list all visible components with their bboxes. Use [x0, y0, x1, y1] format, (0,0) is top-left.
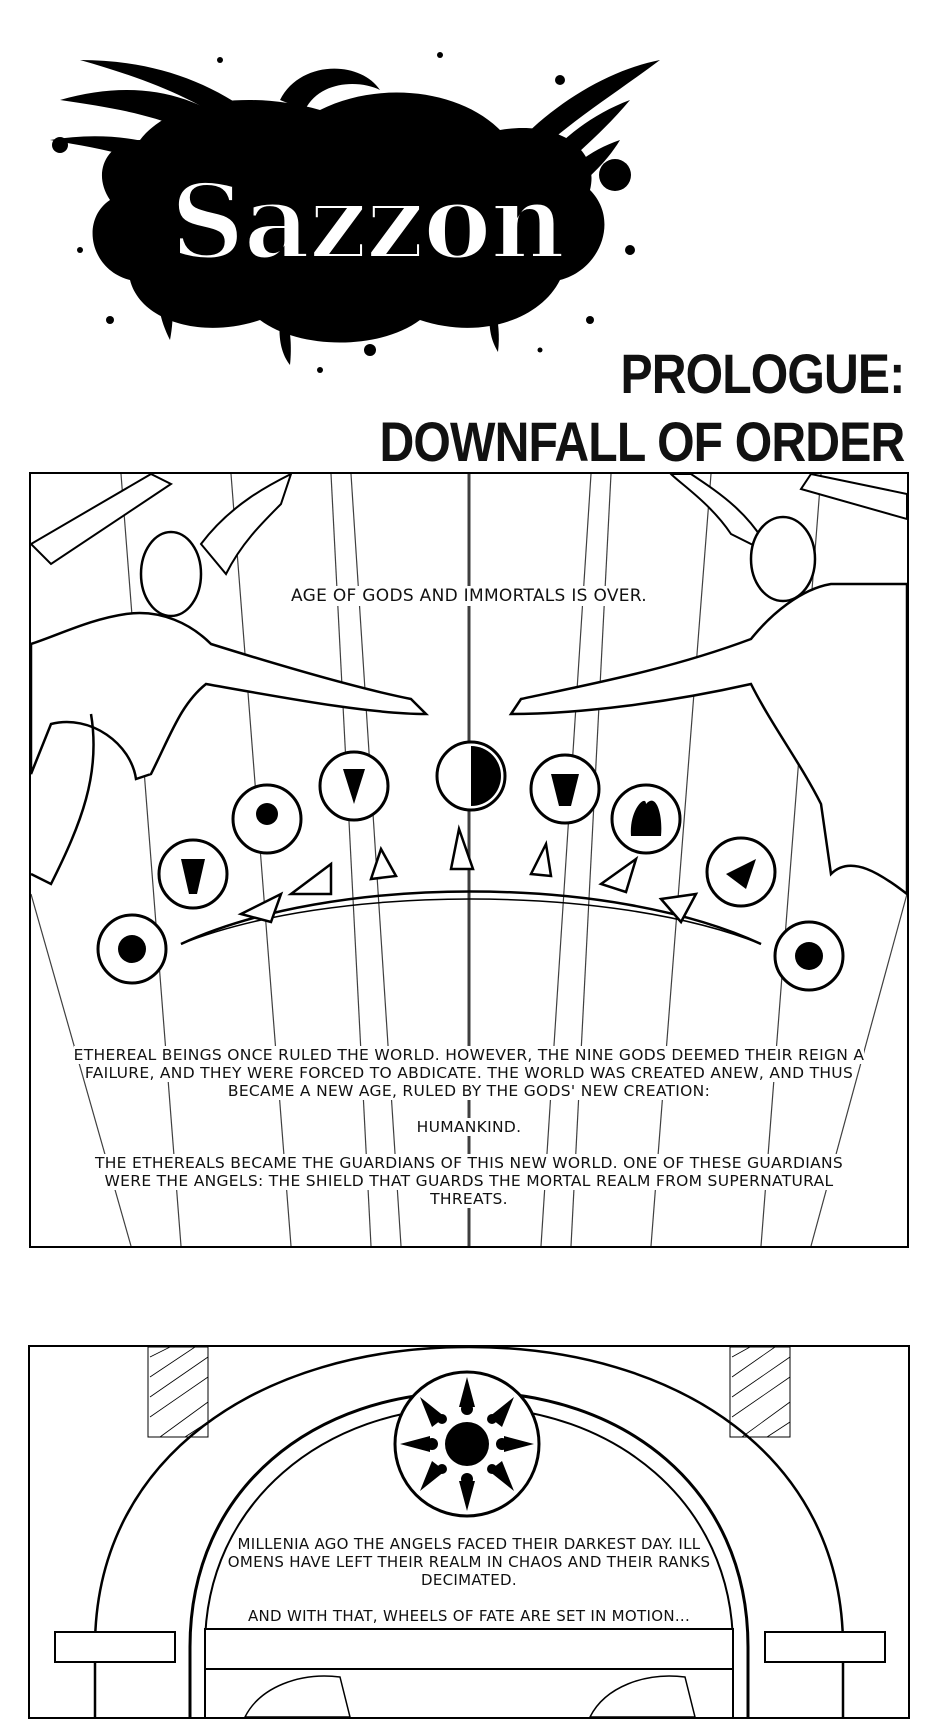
chapter-name: DOWNFALL OF ORDER [379, 410, 905, 473]
ink-splatter-wings [50, 52, 660, 373]
narration-paragraph: AND WITH THAT, WHEELS OF FATE ARE SET IN… [247, 1607, 691, 1625]
narration-paragraph: THE ETHEREALS BECAME THE GUARDIANS OF TH… [94, 1154, 844, 1208]
narration-paragraph: MILLENIA AGO THE ANGELS FACED THEIR DARK… [227, 1535, 711, 1589]
chapter-title: PROLOGUE: DOWNFALL OF ORDER [379, 340, 905, 476]
left-angel-figure [31, 474, 430, 886]
right-angel-figure [508, 474, 907, 896]
panel-illustration-arch [54, 1347, 886, 1717]
series-logo: Sazzon [20, 20, 680, 380]
chapter-label: PROLOGUE: [620, 342, 905, 405]
panel1-top-caption-text: AGE OF GODS AND IMMORTALS IS OVER. [290, 586, 648, 606]
panel1-top-caption: AGE OF GODS AND IMMORTALS IS OVER. [31, 586, 907, 606]
logo-title: Sazzon [168, 158, 568, 285]
panel2-narration: MILLENIA AGO THE ANGELS FACED THEIR DARK… [210, 1535, 728, 1643]
panel-illustration-gods [31, 474, 907, 1246]
narration-paragraph: ETHEREAL BEINGS ONCE RULED THE WORLD. HO… [73, 1046, 865, 1100]
comic-panel-angels: MILLENIA AGO THE ANGELS FACED THEIR DARK… [28, 1345, 910, 1719]
comic-panel-gods: AGE OF GODS AND IMMORTALS IS OVER. ETHER… [29, 472, 909, 1248]
panel1-narration: ETHEREAL BEINGS ONCE RULED THE WORLD. HO… [71, 1046, 867, 1208]
sun-emblem [393, 1370, 541, 1518]
narration-paragraph: HUMANKIND. [416, 1118, 522, 1136]
